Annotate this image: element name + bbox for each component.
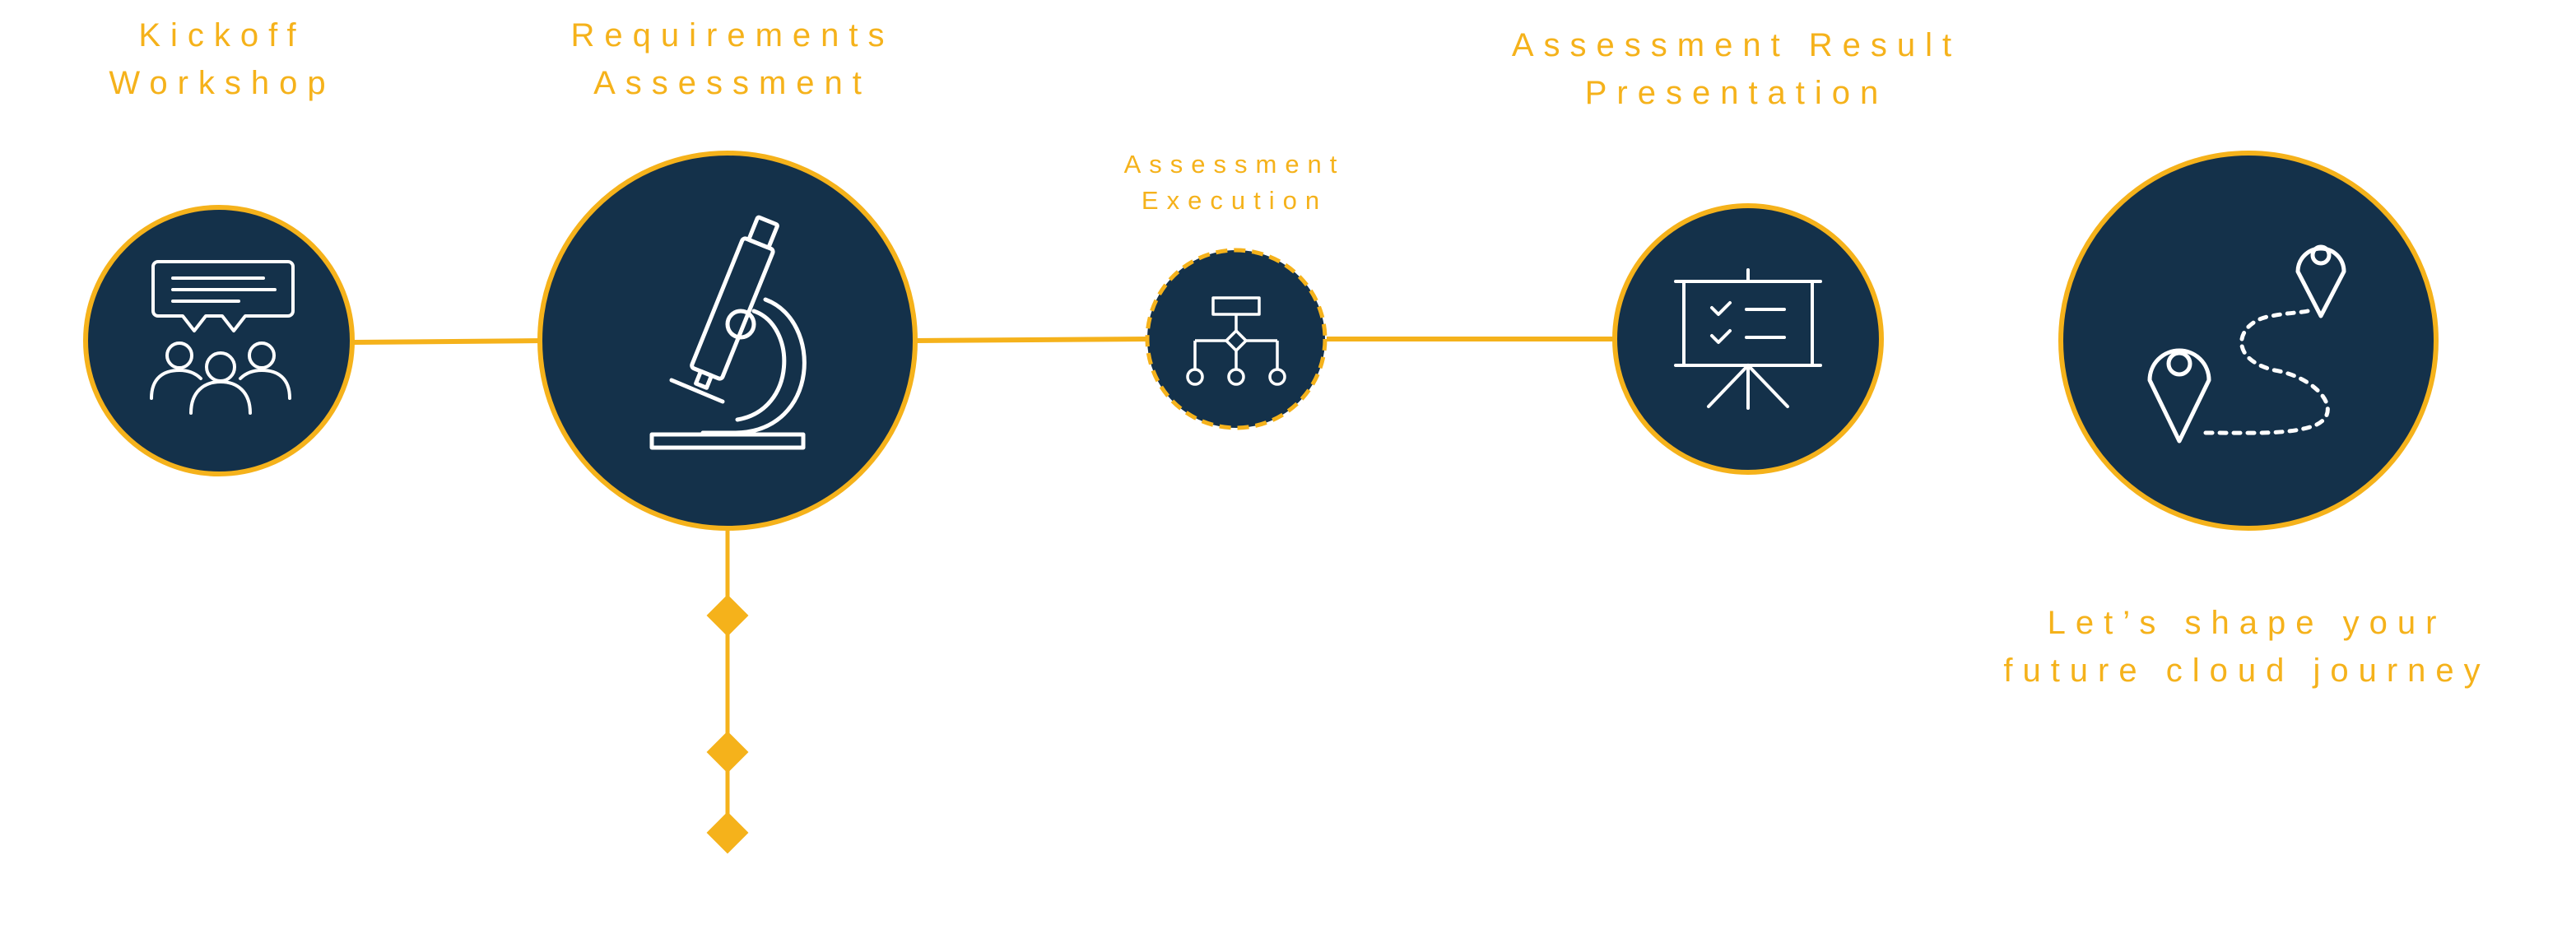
microscope-icon	[649, 215, 807, 450]
map-route-pins-icon	[2147, 244, 2346, 444]
label-execution: Assessment Execution	[1070, 146, 1399, 219]
milestone-diamond	[706, 811, 749, 854]
milestone-diamond	[706, 594, 749, 637]
presentation-board-checklist-icon	[1674, 268, 1822, 410]
label-execution-line2: Execution	[1141, 186, 1328, 215]
connector-kickoff-requirements	[353, 338, 544, 345]
workshop-people-speech-icon	[150, 260, 295, 415]
label-kickoff-line2: Workshop	[109, 65, 336, 101]
label-journey: Let’s shape your future cloud journey	[1942, 599, 2551, 694]
label-result-line1: Assessment Result	[1511, 27, 1962, 63]
label-result: Assessment Result Presentation	[1448, 21, 2025, 117]
label-journey-line2: future cloud journey	[2003, 653, 2490, 689]
label-journey-line1: Let’s shape your	[2047, 605, 2447, 641]
node-execution	[1145, 248, 1328, 430]
label-kickoff-line1: Kickoff	[138, 17, 306, 53]
label-requirements-line1: Requirements	[570, 17, 895, 53]
label-execution-line1: Assessment	[1123, 150, 1346, 179]
label-requirements-line2: Assessment	[593, 65, 872, 101]
node-kickoff	[83, 205, 355, 476]
label-kickoff: Kickoff Workshop	[58, 12, 387, 107]
flowchart-icon	[1186, 296, 1286, 386]
connector-requirements-execution	[914, 337, 1148, 343]
node-journey	[2058, 151, 2439, 531]
milestone-diamond	[706, 731, 749, 773]
node-result	[1612, 203, 1884, 475]
label-result-line2: Presentation	[1584, 75, 1889, 111]
node-requirements	[537, 151, 918, 531]
label-requirements: Requirements Assessment	[518, 12, 946, 107]
